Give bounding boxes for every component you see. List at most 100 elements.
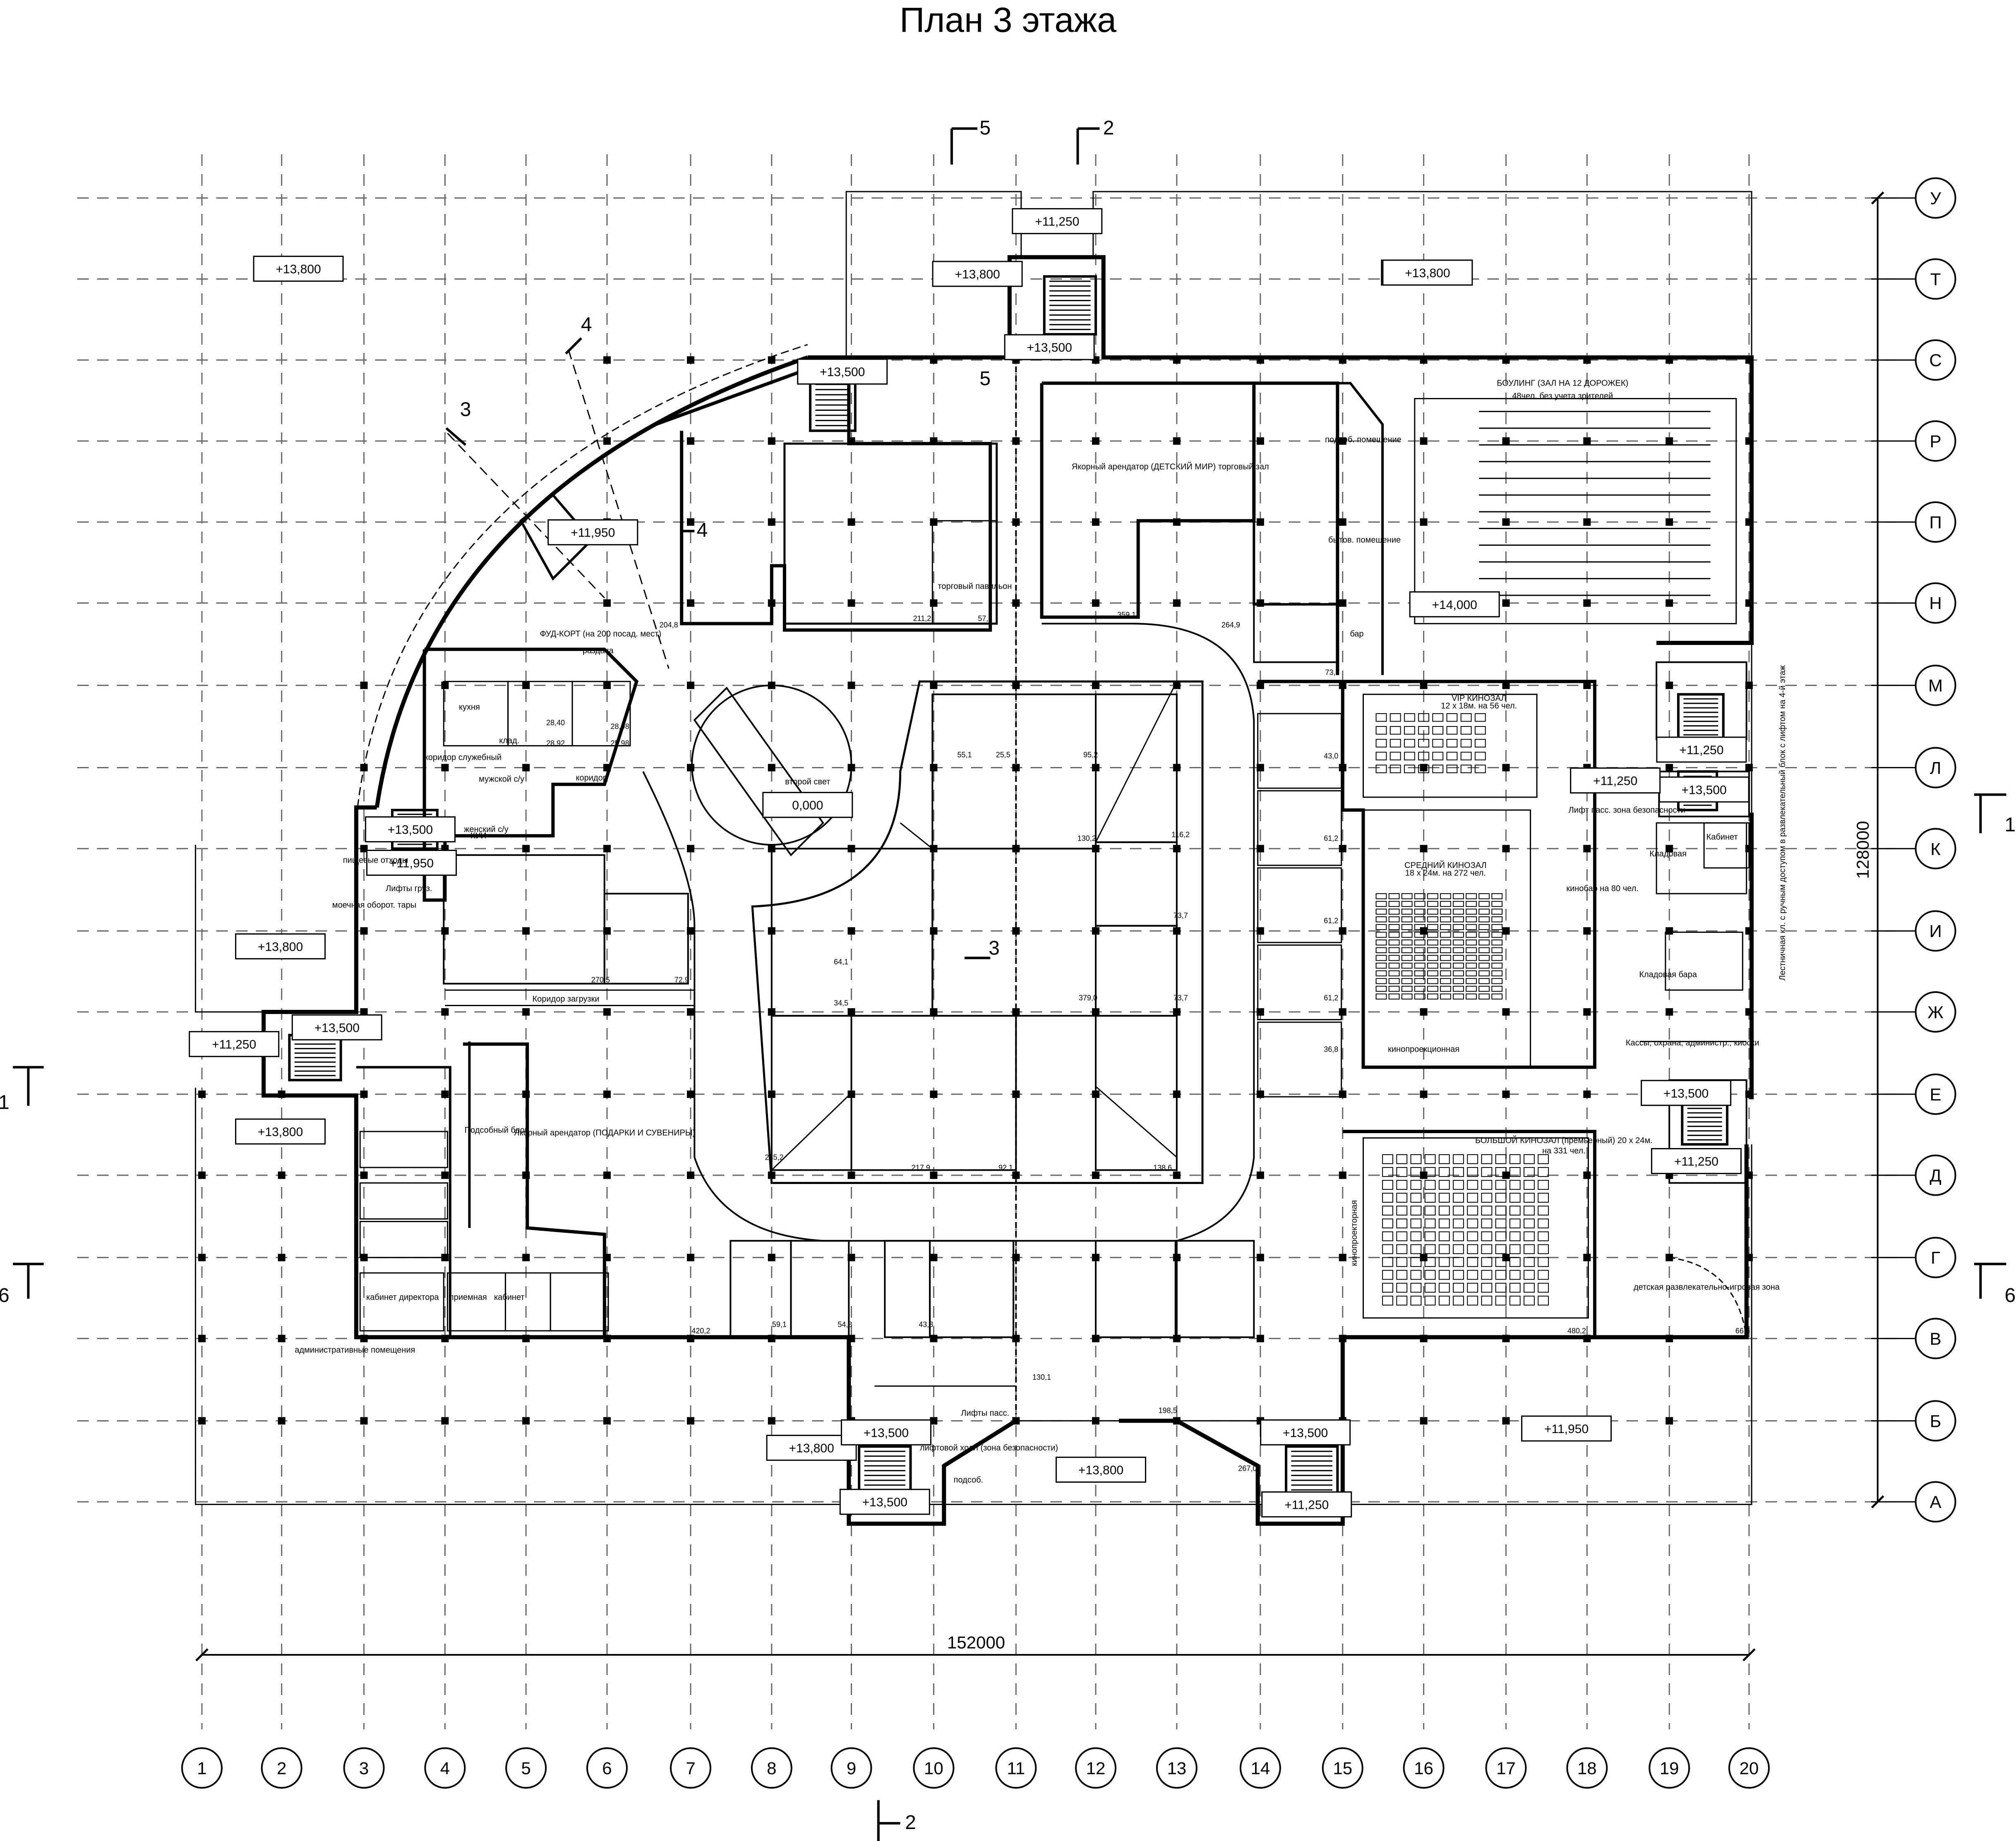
structural-column [1339, 1090, 1346, 1098]
column-axis-label: 18 [1577, 1759, 1597, 1778]
cinema-seat [1491, 962, 1503, 969]
room-label: подсоб. [954, 1476, 984, 1485]
cinema-seat [1509, 1180, 1521, 1190]
cinema-seat [1453, 993, 1464, 1000]
cinema-seat [1438, 1218, 1450, 1229]
cinema-seat [1390, 739, 1401, 748]
row-axis-bubble [1915, 258, 1956, 300]
cinema-seat [1481, 1167, 1493, 1177]
cinema-seat [1509, 1270, 1521, 1280]
structural-column [1745, 1171, 1753, 1179]
structural-column [1092, 681, 1100, 689]
section-label: 1 [2004, 814, 2016, 836]
cinema-seat [1481, 1193, 1493, 1203]
cinema-seat [1438, 1231, 1450, 1242]
section-label: 6 [0, 1285, 10, 1306]
room-label: Кладовая [1649, 849, 1687, 858]
room-area: 267,0 [1238, 1465, 1257, 1473]
cinema-seat [1427, 985, 1438, 992]
column-axis-bubble [1485, 1747, 1527, 1789]
cinema-seat [1427, 993, 1438, 1000]
structural-column [930, 1008, 938, 1016]
cinema-seat [1390, 713, 1401, 722]
dimension-label-height: 128000 [1853, 821, 1872, 879]
room-area: 116,2 [1171, 830, 1190, 839]
structural-column [1092, 845, 1100, 853]
trade-pavilion [1176, 1240, 1255, 1338]
structural-column [1502, 764, 1510, 772]
structural-column [1012, 764, 1020, 772]
cinema-seat [1410, 1270, 1422, 1280]
room-area: 95,2 [1083, 751, 1098, 759]
cinema-seat [1495, 1206, 1507, 1216]
cinema-seat [1460, 739, 1472, 748]
cinema-seat [1467, 1167, 1478, 1177]
cinema-seat [1388, 901, 1400, 907]
structural-column [847, 599, 855, 607]
cinema-seat [1538, 1193, 1549, 1203]
cinema-seat [1410, 1295, 1422, 1306]
cinema-seat [1440, 909, 1451, 915]
cinema-seat [1523, 1295, 1535, 1306]
large-cinema-wall [1342, 1130, 1596, 1339]
cinema-seat [1427, 893, 1438, 899]
structural-column [1502, 1008, 1510, 1016]
structural-column [686, 1008, 694, 1016]
cinema-seat [1390, 726, 1401, 735]
cinema-seat [1495, 1270, 1507, 1280]
structural-column [930, 845, 938, 853]
room-area: 64,1 [834, 958, 848, 966]
cinema-seat [1491, 932, 1503, 938]
cinema-seat [1509, 1257, 1521, 1267]
trade-pavilion [1095, 925, 1178, 1017]
row-axis-bubble [1915, 420, 1956, 462]
room-label: бар [1350, 629, 1363, 638]
cinema-seat [1390, 752, 1401, 760]
cinema-seat [1491, 939, 1503, 946]
cinema-seat [1481, 1180, 1493, 1190]
structural-column [522, 1417, 530, 1425]
room-label: кухня [459, 703, 480, 712]
structural-column [1502, 1417, 1510, 1425]
cinema-seat [1410, 1218, 1422, 1229]
structural-column [1502, 927, 1510, 935]
cinema-seat [1453, 978, 1464, 984]
cinema-seat [1538, 1180, 1549, 1190]
structural-column [1092, 764, 1100, 772]
structural-column [1502, 599, 1510, 607]
cinema-seat [1424, 1180, 1436, 1190]
cinema-seat [1382, 1180, 1393, 1190]
room-label: лифтовой холл (зона безопасности) [920, 1443, 1058, 1453]
room-label: бытов. помещение [1328, 536, 1401, 545]
room-label: детская развлекательно-игровая зона [1634, 1282, 1780, 1292]
row-axis-label: И [1929, 921, 1942, 941]
trade-pavilion [931, 520, 998, 624]
structural-column [686, 1335, 694, 1342]
structural-column [1420, 1417, 1428, 1425]
column-axis-label: 16 [1414, 1759, 1433, 1778]
cinema-seat [1523, 1270, 1535, 1280]
column-axis-label: 11 [1007, 1759, 1025, 1778]
structural-column [1092, 927, 1100, 935]
row-axis-bubble [1915, 582, 1956, 624]
elevation-tag [1570, 767, 1661, 794]
kitchen-room [571, 681, 631, 747]
section-cut-line [445, 427, 467, 446]
structural-column [1583, 1008, 1591, 1016]
structural-column [1420, 518, 1428, 526]
cinema-seat [1491, 893, 1503, 899]
cinema-seat [1460, 765, 1472, 773]
cinema-seat [1427, 978, 1438, 984]
structural-column [1256, 681, 1264, 689]
structural-column [1339, 1335, 1346, 1342]
structural-column [1173, 599, 1181, 607]
cinema-seat [1509, 1206, 1521, 1216]
cinema-seat [1466, 993, 1477, 1000]
cinema-seat [1467, 1257, 1478, 1267]
structural-column [198, 1171, 206, 1179]
structural-column [1173, 927, 1181, 935]
elevation-tag [291, 1014, 382, 1040]
cinema-seat [1440, 916, 1451, 923]
cinema-seat [1414, 978, 1426, 984]
structural-column [360, 681, 368, 689]
